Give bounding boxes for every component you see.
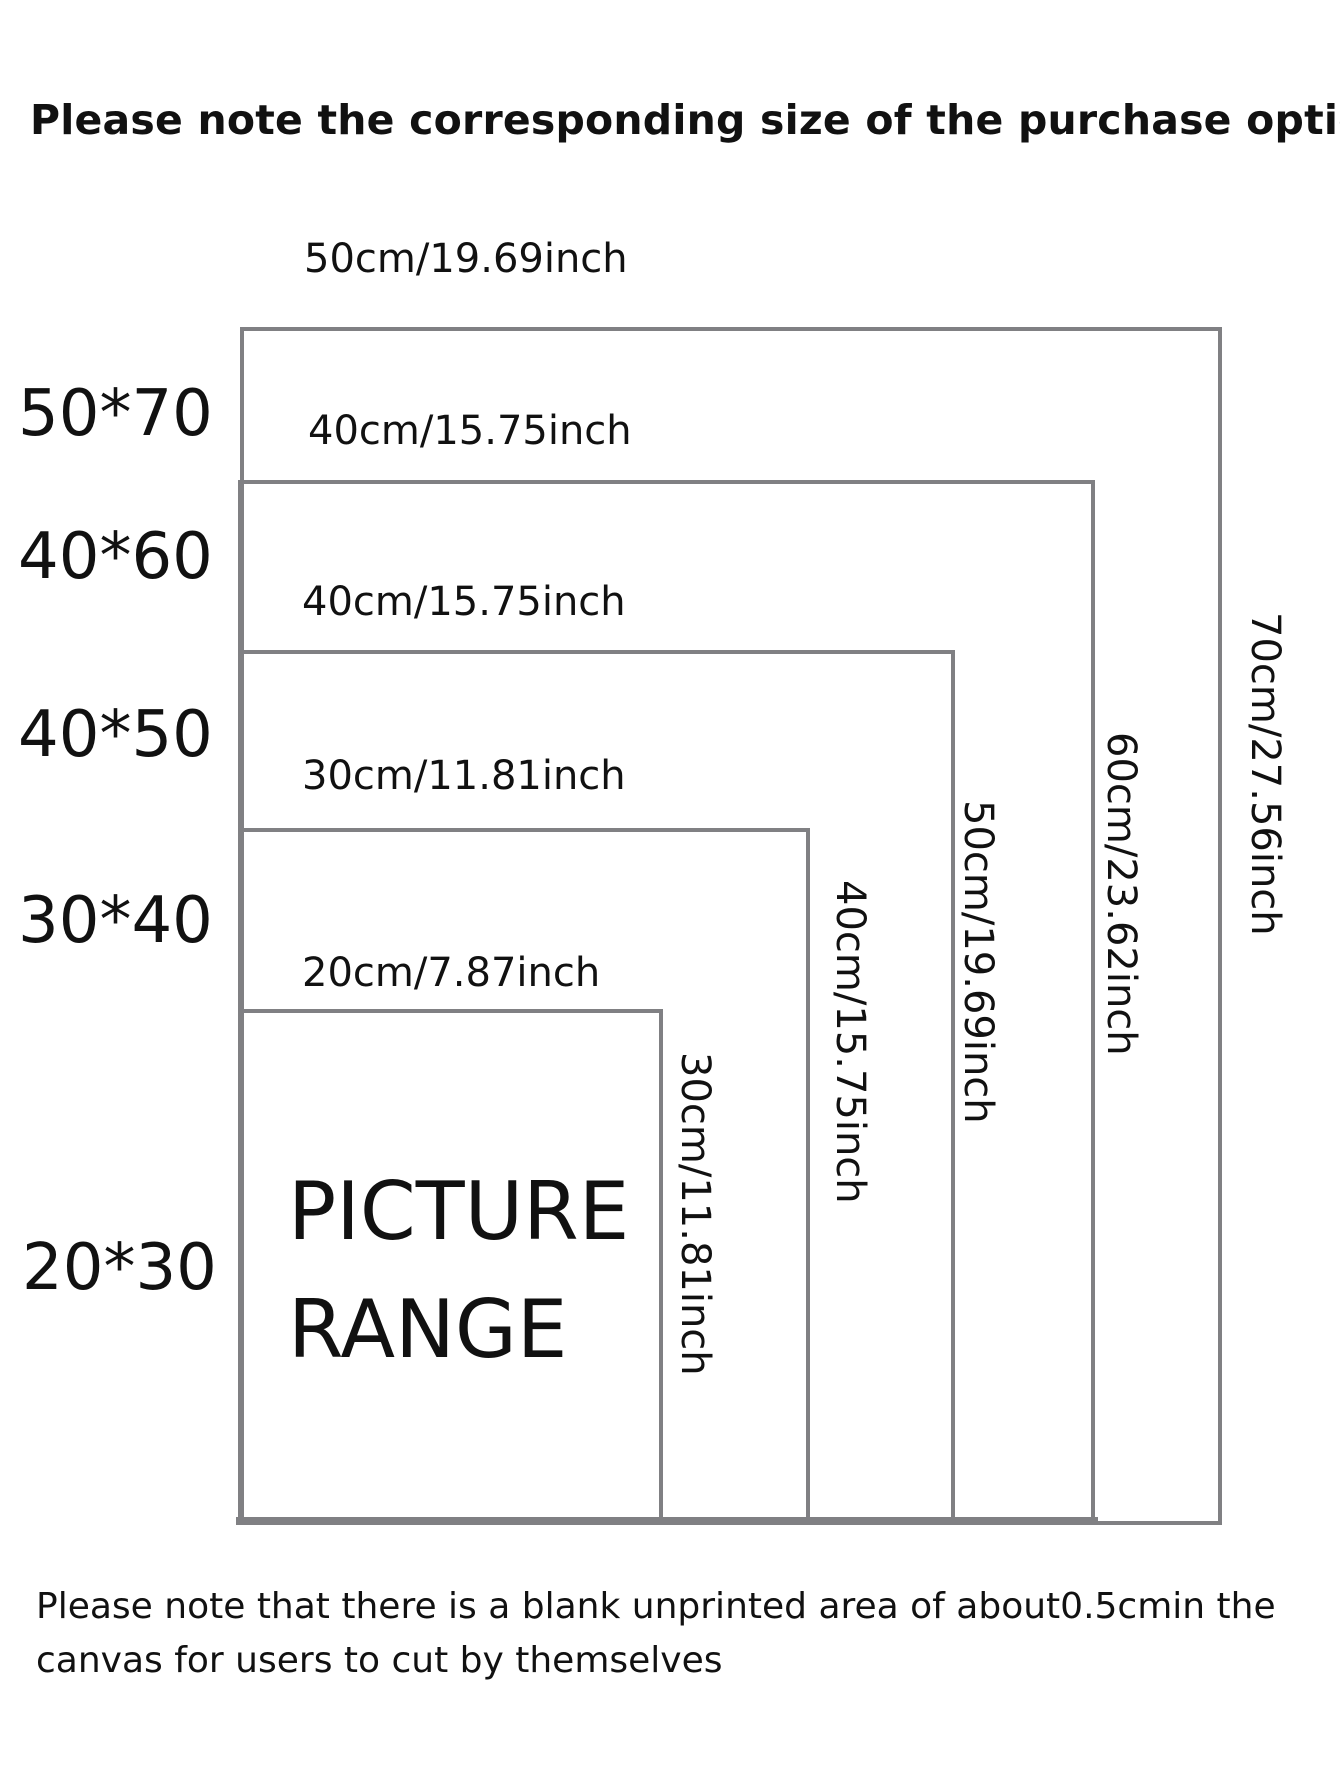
size-label-20x30: 20*30 (22, 1231, 217, 1305)
frame-base-line (236, 1517, 1098, 1525)
width-label-50x70: 50cm/19.69inch (304, 236, 628, 282)
height-label-30x40: 40cm/15.75inch (827, 880, 873, 1204)
page-title: Please note the corresponding size of th… (30, 96, 1340, 144)
size-label-30x40: 30*40 (18, 884, 213, 958)
height-label-20x30: 30cm/11.81inch (672, 1052, 718, 1376)
width-label-30x40: 30cm/11.81inch (302, 753, 626, 799)
size-label-40x50: 40*50 (18, 698, 213, 772)
size-label-50x70: 50*70 (18, 377, 213, 451)
footer-note: Please note that there is a blank unprin… (36, 1586, 1276, 1681)
height-label-40x50: 50cm/19.69inch (955, 800, 1001, 1124)
picture-range-line1: PICTURE (288, 1165, 630, 1258)
width-label-20x30: 20cm/7.87inch (302, 950, 601, 996)
height-label-50x70: 70cm/27.56inch (1242, 612, 1288, 936)
picture-range-line2: RANGE (288, 1283, 568, 1376)
frame-20x30 (238, 1009, 663, 1525)
width-label-40x60: 40cm/15.75inch (308, 408, 632, 454)
size-label-40x60: 40*60 (18, 520, 213, 594)
height-label-40x60: 60cm/23.62inch (1098, 732, 1144, 1056)
width-label-40x50: 40cm/15.75inch (302, 579, 626, 625)
